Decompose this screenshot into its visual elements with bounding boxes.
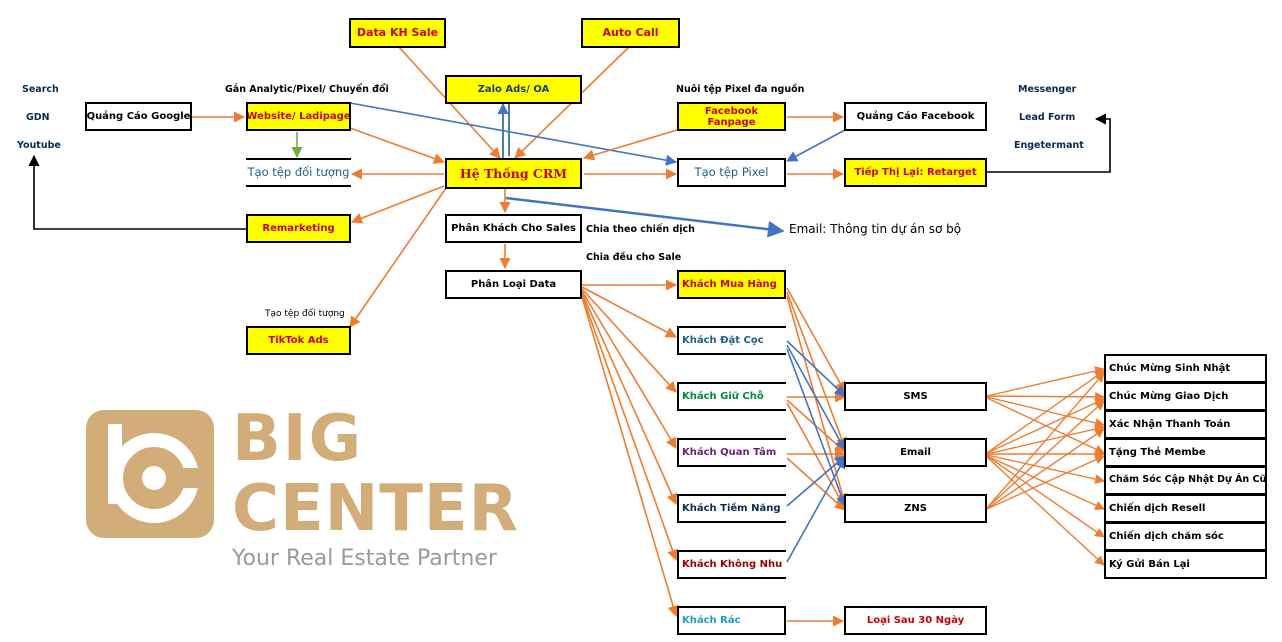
edge-fanpage-crm <box>582 129 678 161</box>
logo-line1: BIG <box>232 402 364 476</box>
node-chuc-mung-giao-dich: Chúc Mừng Giao Dịch <box>1104 382 1267 411</box>
node-khach-khong-nhu-cau: Khách Không Nhu Cầu <box>677 550 786 579</box>
node-cham-soc-cap-nhat: Chăm Sóc Cập Nhật Dự Án Cũ <box>1104 466 1267 495</box>
edge-datcoc-sms <box>786 340 846 397</box>
logo-mark-icon <box>86 410 214 538</box>
edge-sms-c3 <box>986 396 1105 428</box>
label-nuoi-tep: Nuôi tệp Pixel đa nguồn <box>676 84 805 95</box>
node-khach-rac: Khách Rác <box>677 606 786 635</box>
logo-line2: CENTER <box>232 472 519 546</box>
node-khach-mua-hang: Khách Mua Hàng <box>677 270 786 299</box>
node-tang-the-membe: Tặng Thẻ Membe <box>1104 438 1267 467</box>
edge-phanloai-quantam <box>581 290 677 449</box>
node-khach-dat-coc: Khách Đặt Cọc <box>677 326 786 355</box>
big-center-logo: BIG CENTER Your Real Estate Partner <box>86 402 519 580</box>
label-chia-deu: Chia đều cho Sale <box>586 252 682 263</box>
edge-phanloai-datcoc <box>581 286 677 338</box>
edge-giucho-zns <box>786 402 846 509</box>
node-phan-khach-cho-sales: Phân Khách Cho Sales <box>445 214 582 243</box>
edge-khongnhucau-email <box>786 457 846 563</box>
edge-email-c7 <box>986 455 1105 538</box>
edge-phanloai-rac <box>581 296 679 618</box>
node-zns: ZNS <box>844 494 987 523</box>
node-khach-quan-tam: Khách Quan Tâm <box>677 438 786 467</box>
edge-sms-c1 <box>986 366 1105 397</box>
label-gan-analytic: Gắn Analytic/Pixel/ Chuyển đổi <box>225 84 389 95</box>
edge-phanloai-khongnhucau <box>581 294 678 562</box>
label-email-info: Email: Thông tin dự án sơ bộ <box>789 222 962 236</box>
label-chia-theo: Chia theo chiến dịch <box>586 224 695 235</box>
edge-email-c2 <box>986 398 1105 454</box>
logo-tagline: Your Real Estate Partner <box>232 546 497 571</box>
node-quang-cao-facebook: Quảng Cáo Facebook <box>844 102 987 131</box>
node-sms: SMS <box>844 382 987 411</box>
edge-muahang-email <box>786 291 847 450</box>
edge-datcoc-zns <box>786 348 847 508</box>
edge-website-crm <box>349 127 446 164</box>
node-he-thong-crm: Hệ Thống CRM <box>445 158 582 189</box>
node-ky-gui-ban-lai: Ký Gửi Bán Lại <box>1104 550 1267 579</box>
edge-email-c5 <box>986 454 1105 484</box>
node-remarketing: Remarketing <box>246 214 351 243</box>
edge-quantam-zns <box>786 457 846 511</box>
edge-tiepthi-leadform <box>985 113 1111 173</box>
edge-datcoc-email <box>786 344 846 451</box>
edge-crm-remarketing <box>350 185 445 224</box>
edge-zns-c3 <box>986 428 1105 510</box>
node-khach-tiem-nang: Khách Tiềm Năng <box>677 494 786 523</box>
node-auto-call: Auto Call <box>581 18 680 48</box>
edge-zns-c2 <box>986 400 1105 509</box>
edge-zns-c4 <box>986 455 1105 510</box>
edge-email-c1 <box>986 370 1105 454</box>
node-zalo-ads: Zalo Ads/ OA <box>445 75 582 104</box>
node-tao-tep-doi-tuong: Tạo tệp đối tượng <box>246 158 351 187</box>
node-chien-dich-cham-soc: Chiến dịch chăm sóc <box>1104 522 1267 551</box>
node-website-ladipage: Website/ Ladipage <box>246 102 351 131</box>
edge-website-pixel <box>349 102 678 166</box>
edge-remarketing-youtube <box>28 154 246 230</box>
label-youtube: Youtube <box>17 140 61 151</box>
node-chuc-mung-sinh-nhat: Chúc Mừng Sinh Nhật <box>1104 354 1267 383</box>
node-chien-dich-resell: Chiến dịch Resell <box>1104 494 1267 523</box>
edge-crm-tiktok <box>349 187 447 328</box>
label-search: Search <box>22 84 59 95</box>
edge-phanloai-giucho <box>581 288 677 393</box>
label-gdn: GDN <box>26 112 50 123</box>
node-loai-sau-30-ngay: Loại Sau 30 Ngày <box>844 606 987 635</box>
edge-sms-c2 <box>986 392 1105 402</box>
label-lead-form: Lead Form <box>1019 112 1076 123</box>
node-phan-loai-data: Phân Loại Data <box>445 270 582 299</box>
edge-zns-c1 <box>986 372 1105 509</box>
node-tiktok-ads: TikTok Ads <box>246 326 351 355</box>
node-email: Email <box>844 438 987 467</box>
node-tiep-thi-lai: Tiếp Thị Lại: Retarget <box>844 158 987 187</box>
node-tao-tep-pixel: Tạo tệp Pixel <box>677 158 786 187</box>
edge-email-c8 <box>986 456 1105 566</box>
label-engetermant: Engetermant <box>1014 140 1084 151</box>
node-xac-nhan-thanh-toan: Xác Nhận Thanh Toán <box>1104 410 1267 439</box>
edge-muahang-sms <box>786 287 846 393</box>
node-data-kh-sale: Data KH Sale <box>349 18 446 48</box>
edge-qcfb-pixel <box>786 129 846 162</box>
edge-crm-email-info <box>505 196 785 238</box>
node-quang-cao-google: Quảng Cáo Google <box>85 102 192 131</box>
node-facebook-fanpage: Facebook Fanpage <box>677 102 786 131</box>
node-khach-giu-cho: Khách Giữ Chỗ <box>677 382 786 411</box>
edge-phanloai-tiemnang <box>581 292 678 506</box>
label-tao-tep-tiktok: Tạo tệp đối tượng <box>265 309 345 319</box>
label-messenger: Messenger <box>1018 84 1077 95</box>
